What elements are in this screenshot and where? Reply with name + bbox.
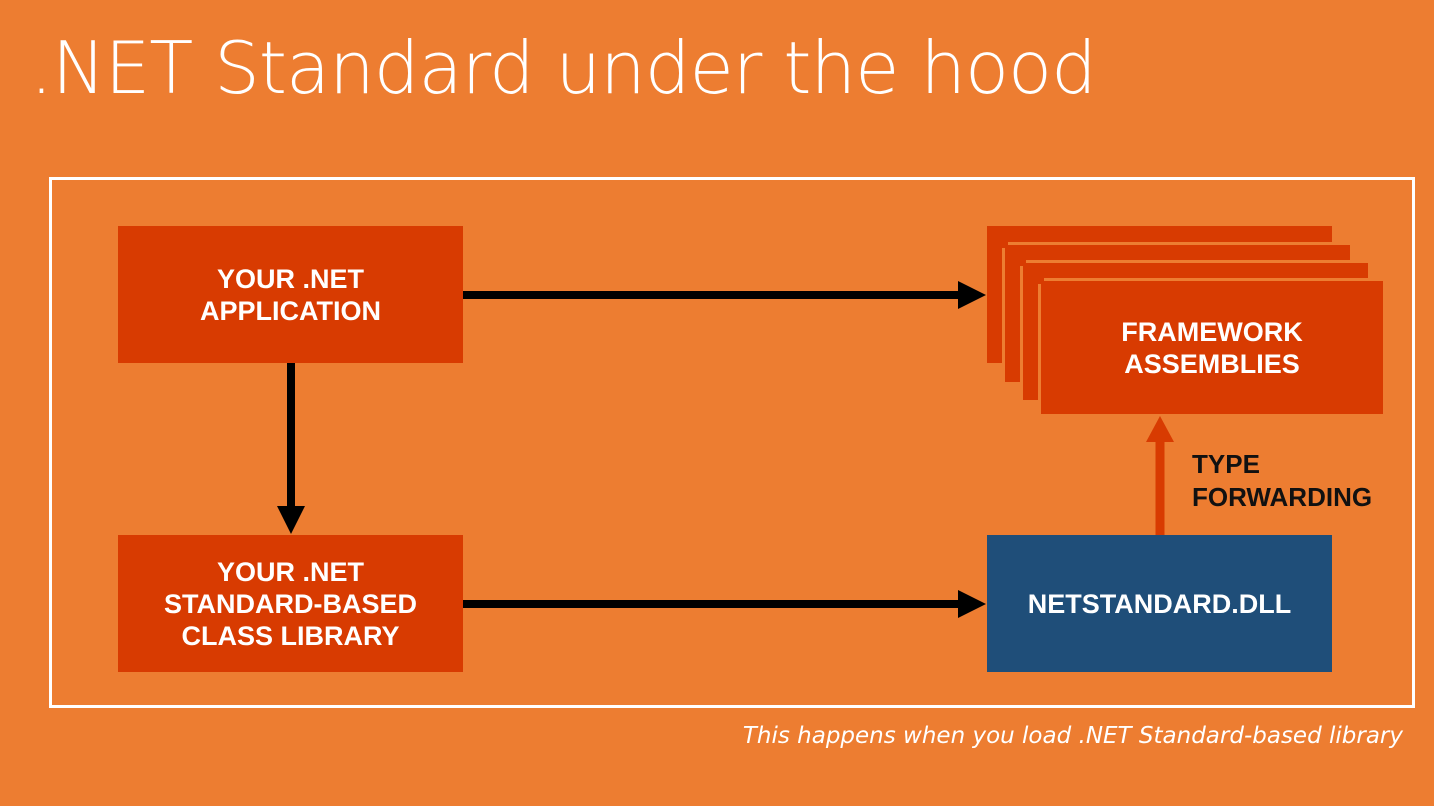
- diagram-frame: [49, 177, 1415, 708]
- netstandard-box: NETSTANDARD.DLL: [987, 535, 1332, 672]
- framework-box-line-2: ASSEMBLIES: [1124, 348, 1300, 379]
- caption: This happens when you load .NET Standard…: [742, 723, 1403, 749]
- framework-box: FRAMEWORK ASSEMBLIES: [1041, 281, 1383, 414]
- type-forwarding-line-1: TYPE: [1192, 449, 1260, 479]
- app-box-line-2: APPLICATION: [200, 295, 381, 326]
- library-box-line-3: CLASS LIBRARY: [181, 620, 400, 651]
- library-box-line-2: STANDARD-BASED: [164, 588, 417, 619]
- app-box: YOUR .NET APPLICATION: [118, 226, 463, 363]
- type-forwarding-line-2: FORWARDING: [1192, 482, 1373, 512]
- slide-title: .NET Standard under the hood: [30, 26, 1097, 110]
- framework-box-line-1: FRAMEWORK: [1121, 316, 1303, 347]
- library-box-line-1: YOUR .NET: [216, 556, 364, 587]
- arrow-library-to-netstandard: [463, 590, 986, 618]
- app-box-line-1: YOUR .NET: [216, 263, 364, 294]
- arrow-app-to-library: [277, 363, 305, 534]
- netstandard-box-label: NETSTANDARD.DLL: [1027, 588, 1292, 619]
- library-box: YOUR .NET STANDARD-BASED CLASS LIBRARY: [118, 535, 463, 672]
- type-forwarding-label: TYPE FORWARDING: [1192, 448, 1372, 514]
- arrow-type-forwarding: [1146, 416, 1174, 535]
- arrow-app-to-framework: [463, 281, 986, 309]
